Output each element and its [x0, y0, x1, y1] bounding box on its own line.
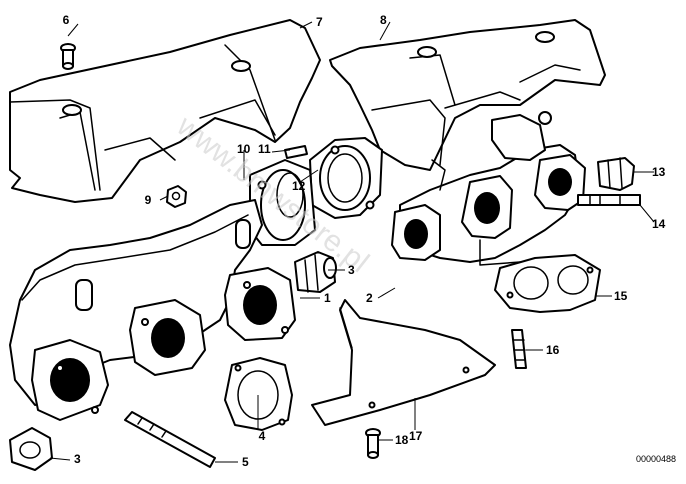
heat-shield-front[interactable] — [9, 19, 321, 203]
callout-9: 9 — [145, 193, 152, 207]
callout-17: 17 — [409, 429, 423, 443]
callout-10: 10 — [237, 142, 251, 156]
callout-4: 4 — [259, 429, 266, 443]
callout-16: 16 — [546, 343, 560, 357]
callout-14: 14 — [652, 217, 666, 231]
callout-3-lower: 3 — [74, 452, 81, 466]
shield-plate[interactable] — [311, 299, 496, 426]
callout-2: 2 — [366, 291, 373, 305]
callout-8: 8 — [380, 13, 387, 27]
callout-labels: 6 7 8 9 10 11 12 3 1 2 4 5 3 13 14 15 16… — [63, 13, 666, 469]
callout-6: 6 — [63, 13, 70, 27]
callout-13: 13 — [652, 165, 666, 179]
stud-bolt[interactable] — [124, 411, 216, 468]
fitting-lower[interactable] — [9, 427, 53, 471]
leader-lines — [49, 21, 655, 463]
stud-short[interactable] — [511, 329, 527, 369]
exhaust-manifold-rear[interactable] — [391, 111, 586, 266]
callout-3-upper: 3 — [348, 263, 355, 277]
gasket-front[interactable] — [224, 357, 293, 431]
callout-7: 7 — [316, 15, 323, 29]
heat-shield-rear[interactable] — [329, 19, 606, 171]
gasket-rear[interactable] — [494, 254, 601, 313]
connecting-pipe[interactable] — [249, 159, 316, 246]
exhaust-manifold-front[interactable] — [9, 199, 296, 421]
fitting-right[interactable] — [597, 157, 635, 191]
callout-1: 1 — [324, 291, 331, 305]
stud-small[interactable] — [284, 145, 308, 159]
bolt-top[interactable] — [60, 43, 76, 70]
gasket-ring[interactable] — [309, 137, 383, 219]
callout-11: 11 — [258, 142, 271, 156]
bolt-bottom[interactable] — [365, 428, 381, 459]
callout-15: 15 — [614, 289, 628, 303]
callout-5: 5 — [242, 455, 249, 469]
document-number: 00000488 — [636, 454, 676, 464]
callout-18: 18 — [395, 433, 409, 447]
stud-long[interactable] — [577, 194, 641, 206]
nut[interactable] — [166, 185, 187, 208]
callout-12: 12 — [292, 179, 306, 193]
fitting-upper[interactable] — [294, 251, 337, 293]
